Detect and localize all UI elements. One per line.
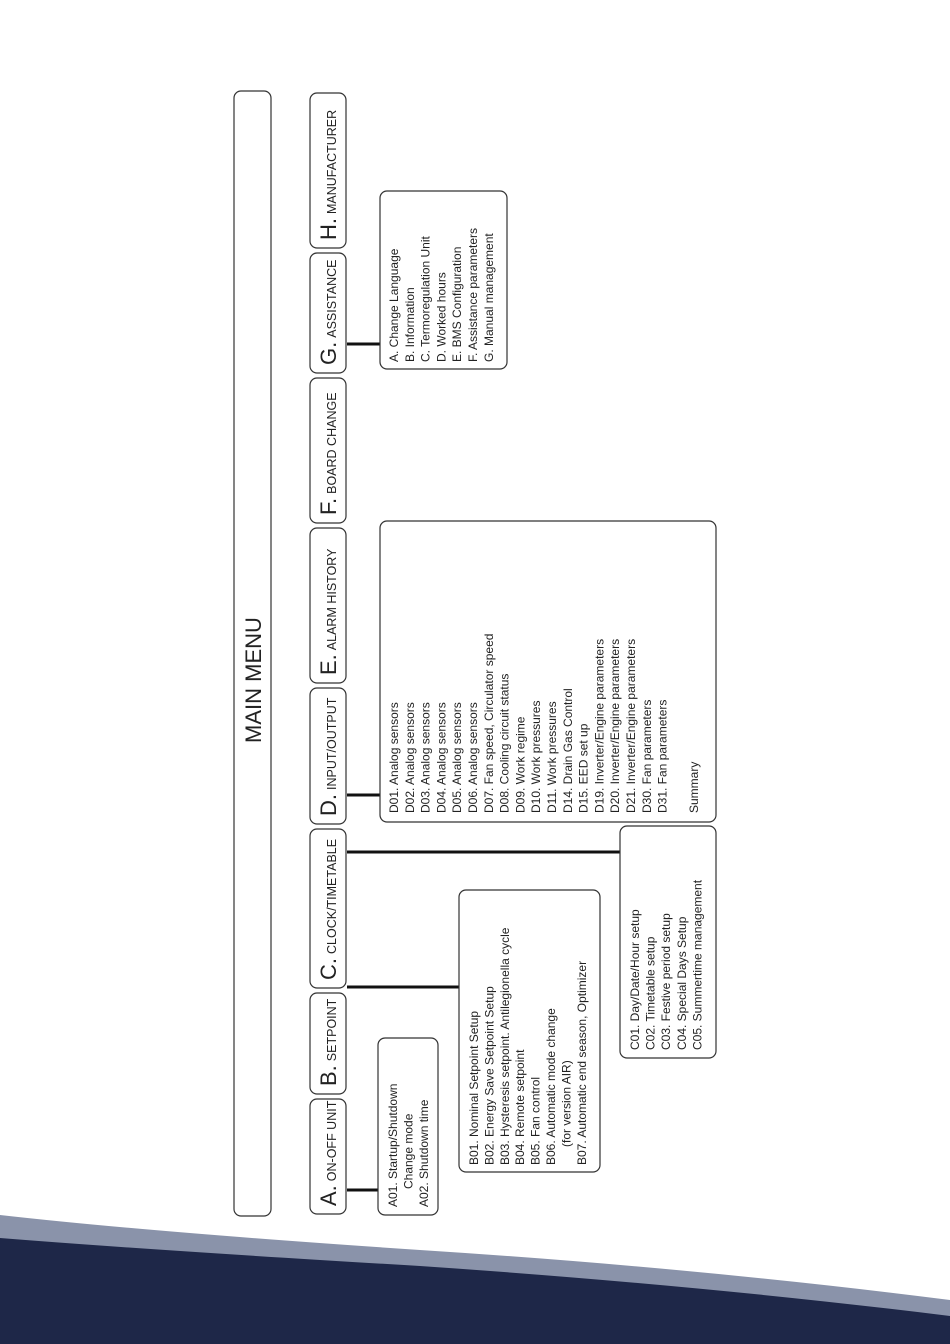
submenu-d-item[interactable]: D21. Inverter/Engine parameters — [624, 639, 638, 813]
submenu-d-item[interactable]: D01. Analog sensors — [387, 702, 401, 813]
page-title: MAIN MENU — [241, 617, 266, 743]
submenu-b-item[interactable]: B06. Automatic mode change — [544, 1008, 558, 1165]
submenu-c-item[interactable]: C02. Timetable setup — [644, 936, 658, 1050]
submenu-c-item[interactable]: C03. Festive period setup — [659, 913, 673, 1050]
menu-tab-box — [309, 92, 347, 249]
submenu-c-item[interactable]: C01. Day/Date/Hour setup — [628, 909, 642, 1050]
menu-tab-manufacturer[interactable]: H. MANUFACTURER — [309, 92, 347, 249]
menu-tab-text: A. ON-OFF UNIT — [316, 1100, 341, 1206]
submenu-b-item[interactable]: B05. Fan control — [529, 1077, 543, 1165]
menu-tab-alarm-history[interactable]: E. ALARM HISTORY — [309, 527, 347, 684]
menu-tab-setpoint[interactable]: B. SETPOINT — [309, 992, 347, 1095]
menu-tab-letter: F. — [316, 498, 341, 515]
menu-tab-letter: E. — [316, 654, 341, 675]
submenu-b-item[interactable]: B02. Energy Save Setpoint Setup — [482, 986, 496, 1165]
submenu-d-item[interactable]: D03. Analog sensors — [419, 702, 433, 813]
menu-tab-letter: H. — [316, 218, 341, 240]
submenu-b-item[interactable]: B07. Automatic end season, Optimizer — [575, 961, 589, 1165]
submenu-a-item[interactable]: Change mode — [402, 1113, 416, 1189]
menu-tab-letter: D. — [316, 794, 341, 816]
menu-tab-label: SETPOINT — [325, 998, 339, 1061]
submenu-c-item[interactable]: C04. Special Days Setup — [675, 916, 689, 1050]
submenu-d-item[interactable]: D14. Drain Gas Control — [561, 688, 575, 813]
submenu-g-item[interactable]: G. Manual management — [482, 233, 496, 362]
submenu-g-item[interactable]: C. Termoregulation Unit — [419, 235, 433, 362]
submenu-g-item[interactable]: E. BMS Configuration — [450, 247, 464, 362]
menu-tab-letter: A. — [316, 1185, 341, 1206]
menu-tab-label: CLOCK/TIMETABLE — [325, 839, 339, 954]
submenu-d-item[interactable]: D11. Work pressures — [545, 701, 559, 813]
submenu-box-a — [377, 1037, 439, 1216]
submenu-b-item[interactable]: (for version AIR) — [559, 1060, 573, 1147]
submenu-b-item[interactable]: B03. Hysteresis setpoint. Antilegionella… — [498, 927, 512, 1165]
submenu-b-item[interactable]: B04. Remote setpoint — [513, 1049, 527, 1165]
menu-tab-label: ALARM HISTORY — [325, 548, 339, 650]
menu-tab-text: B. SETPOINT — [316, 998, 341, 1086]
submenu-a-item[interactable]: A01. Startup/Shutdown — [386, 1084, 400, 1207]
submenu-a-item[interactable]: A02. Shutdown time — [417, 1099, 431, 1207]
submenu-d-item[interactable]: Summary — [687, 762, 701, 813]
menu-tab-assistance[interactable]: G. ASSISTANCE — [309, 252, 347, 374]
submenu-d-item[interactable]: D04. Analog sensors — [434, 702, 448, 813]
submenu-box-g — [379, 190, 508, 370]
submenu-c-item[interactable]: C05. Summertime management — [690, 879, 704, 1050]
submenu-d-item[interactable]: D19. Inverter/Engine parameters — [592, 639, 606, 813]
menu-tab-label: INPUT/OUTPUT — [325, 697, 339, 790]
submenu-g-item[interactable]: A. Change Language — [387, 248, 401, 362]
submenu-g-item[interactable]: B. Information — [403, 287, 417, 362]
submenu-g-item[interactable]: D. Worked hours — [434, 272, 448, 362]
menu-tab-box — [309, 377, 347, 524]
menu-tab-label: ON-OFF UNIT — [325, 1100, 339, 1181]
title-bar — [233, 90, 272, 1217]
submenu-b-item[interactable]: B01. Nominal Setpoint Setup — [467, 1011, 481, 1165]
menu-tab-box — [309, 687, 347, 825]
menu-tab-letter: G. — [316, 342, 341, 365]
menu-tab-box — [309, 527, 347, 684]
menu-tab-box — [309, 252, 347, 374]
menu-tab-label: ASSISTANCE — [325, 260, 339, 338]
menu-tab-letter: C. — [316, 958, 341, 980]
menu-tab-box — [309, 992, 347, 1095]
submenu-g-item[interactable]: F. Assistance parameters — [466, 228, 480, 362]
submenu-d-item[interactable]: D06. Analog sensors — [466, 702, 480, 813]
menu-tab-text: C. CLOCK/TIMETABLE — [316, 839, 341, 980]
submenu-d-item[interactable]: D08. Cooling circuit status — [498, 674, 512, 813]
menu-tab-text: F. BOARD CHANGE — [316, 392, 341, 515]
submenu-d-item[interactable]: D20. Inverter/Engine parameters — [608, 639, 622, 813]
submenu-box-d — [379, 520, 717, 823]
menu-tab-board-change[interactable]: F. BOARD CHANGE — [309, 377, 347, 524]
submenu-box-c — [619, 825, 717, 1059]
menu-tab-letter: B. — [316, 1065, 341, 1086]
menu-tab-input-output[interactable]: D. INPUT/OUTPUT — [309, 687, 347, 825]
submenu-d-item[interactable]: D07. Fan speed, Circulator speed — [482, 634, 496, 813]
menu-tab-on-off-unit[interactable]: A. ON-OFF UNIT — [309, 1098, 347, 1215]
menu-tab-box — [309, 1098, 347, 1215]
footer-band-dark — [0, 1238, 950, 1344]
submenu-d-item[interactable]: D10. Work pressures — [529, 701, 543, 813]
submenu-d-item[interactable]: D09. Work regime — [513, 716, 527, 813]
submenu-d-item[interactable]: D02. Analog sensors — [403, 702, 417, 813]
menu-tab-box — [309, 828, 347, 989]
menu-tab-text: H. MANUFACTURER — [316, 110, 341, 240]
menu-tab-clock-timetable[interactable]: C. CLOCK/TIMETABLE — [309, 828, 347, 989]
menu-tab-label: MANUFACTURER — [325, 110, 339, 214]
submenu-d-item[interactable]: D15. EED set up — [577, 723, 591, 813]
menu-tab-text: E. ALARM HISTORY — [316, 548, 341, 675]
submenu-d-item[interactable]: D05. Analog sensors — [450, 702, 464, 813]
menu-tab-text: D. INPUT/OUTPUT — [316, 697, 341, 816]
submenu-d-item[interactable]: D30. Fan parameters — [640, 700, 654, 813]
submenu-d-item[interactable]: D31. Fan parameters — [656, 700, 670, 813]
menu-tab-label: BOARD CHANGE — [325, 392, 339, 493]
connector-lines — [347, 342, 620, 1192]
submenu-box-b — [458, 889, 601, 1173]
menu-tab-text: G. ASSISTANCE — [316, 260, 341, 366]
